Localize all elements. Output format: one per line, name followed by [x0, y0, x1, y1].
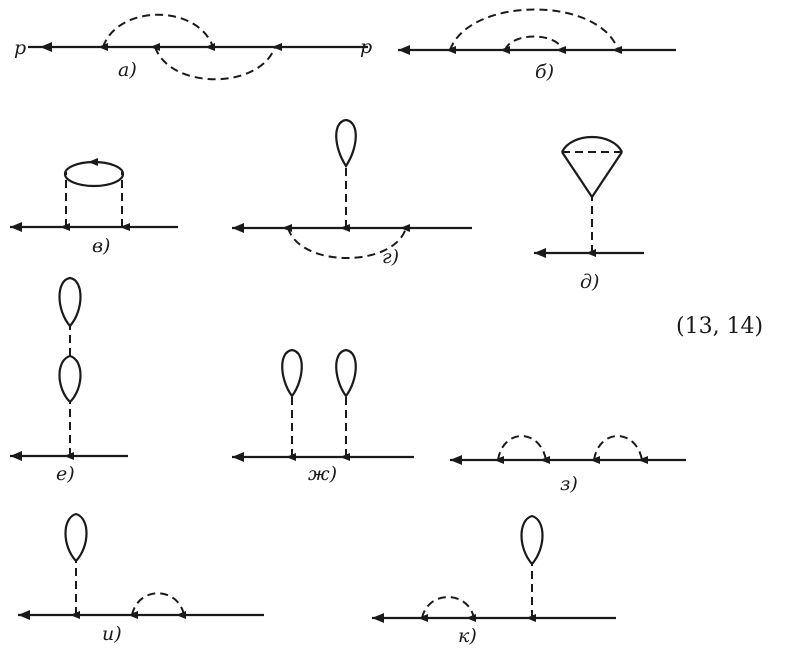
boson-propagator — [504, 35, 564, 51]
arrow-icon — [18, 610, 30, 620]
diagram-k: к) — [372, 514, 616, 647]
fermion-loop — [63, 160, 125, 188]
arrow-icon — [10, 222, 22, 232]
diagram-e: е) — [10, 276, 128, 485]
diagram-label-k: к) — [458, 625, 477, 647]
arrow-icon — [120, 223, 130, 231]
arrow-icon — [466, 614, 476, 622]
boson-propagator — [154, 46, 276, 81]
diagram-d: д) — [534, 135, 644, 293]
diagram-v: в) — [10, 158, 178, 257]
fermion-line — [561, 151, 593, 198]
arrow-icon — [272, 43, 282, 51]
boson-propagator — [449, 8, 619, 51]
diagram-label-zh: ж) — [308, 463, 337, 485]
arrow-icon — [10, 451, 22, 461]
arrow-icon — [88, 158, 98, 166]
arrow-icon — [176, 611, 186, 619]
diagram-b: б) — [398, 8, 676, 83]
arrow-icon — [556, 46, 566, 54]
boson-propagator — [102, 13, 214, 48]
momentum-label-out: p — [360, 36, 372, 58]
arrow-icon — [398, 45, 410, 55]
boson-propagator — [497, 435, 547, 461]
tadpole-loop — [281, 348, 303, 398]
boson-propagator — [593, 435, 643, 461]
diagram-z: з) — [450, 435, 686, 495]
arrow-icon — [232, 223, 244, 233]
fermion-line — [591, 151, 623, 198]
diagram-label-g: г) — [382, 246, 399, 268]
equation-number: (13, 14) — [676, 314, 763, 339]
boson-propagator — [421, 596, 475, 619]
tadpole-loop — [64, 512, 88, 563]
diagram-label-b: б) — [535, 61, 554, 83]
diagram-a: p p а) — [14, 13, 372, 81]
arrow-icon — [232, 452, 244, 462]
fermion-arc — [561, 135, 623, 153]
arrow-icon — [540, 456, 550, 464]
diagram-label-i: и) — [102, 623, 122, 645]
diagram-label-v: в) — [92, 235, 110, 257]
fermion-loop — [58, 354, 82, 404]
tadpole-loop — [335, 348, 357, 398]
boson-propagator — [287, 227, 407, 259]
arrow-icon — [205, 43, 215, 51]
diagram-label-a: а) — [118, 59, 137, 81]
tadpole-loop — [58, 276, 82, 328]
arrow-icon — [400, 224, 410, 232]
arrow-icon — [40, 42, 52, 52]
diagram-label-z: з) — [560, 473, 578, 495]
boson-propagator — [131, 592, 185, 616]
diagram-g: г) — [232, 118, 472, 268]
tadpole-loop — [520, 514, 544, 566]
arrow-icon — [372, 613, 384, 623]
tadpole-loop — [335, 118, 357, 168]
diagram-zh: ж) — [232, 348, 414, 485]
diagram-label-d: д) — [580, 271, 599, 293]
arrow-icon — [534, 248, 546, 258]
arrow-icon — [450, 455, 462, 465]
arrow-icon — [638, 456, 648, 464]
diagram-i: и) — [18, 512, 264, 645]
momentum-label-in: p — [14, 37, 26, 59]
diagram-label-e: е) — [56, 463, 75, 485]
arrow-icon — [282, 224, 292, 232]
